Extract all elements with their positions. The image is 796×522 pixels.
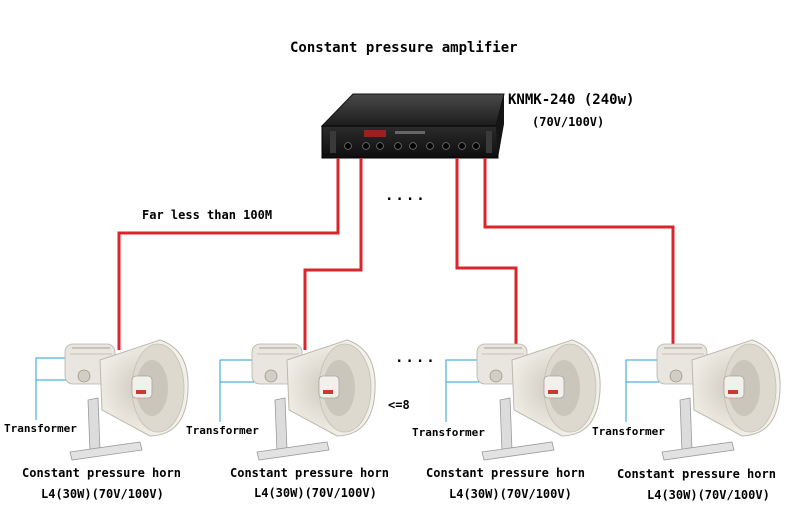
transformer-label-1: Transformer [4, 422, 77, 435]
horn-spec-2: L4(30W)(70V/100V) [254, 486, 377, 500]
horn-name-1: Constant pressure horn [22, 466, 181, 480]
more-horns-dots: .... [395, 350, 437, 366]
wire-horn-2 [303, 158, 363, 350]
amplifier-model: KNMK-240 (240w) [508, 92, 635, 108]
horn-spec-1: L4(30W)(70V/100V) [41, 487, 164, 501]
wire-horn-1 [117, 158, 340, 350]
amplifier-voltage: (70V/100V) [532, 115, 605, 129]
distance-label: Far less than 100M [142, 208, 273, 222]
wire-horn-4 [483, 158, 675, 350]
horn-speaker-3 [476, 339, 602, 461]
horn-name-2: Constant pressure horn [230, 466, 389, 480]
amplifier-unit [320, 93, 505, 159]
wire-horn-3 [455, 158, 518, 350]
horn-speaker-4 [656, 339, 782, 461]
horn-name-3: Constant pressure horn [426, 466, 585, 480]
horn-speaker-2 [251, 339, 377, 461]
more-channels-dots: .... [385, 188, 427, 204]
speaker-wires [117, 158, 675, 350]
transformer-label-4: Transformer [592, 425, 665, 438]
diagram-title: Constant pressure amplifier [290, 40, 518, 56]
transformer-label-2: Transformer [186, 424, 259, 437]
transformer-label-3: Transformer [412, 426, 485, 439]
horn-spec-3: L4(30W)(70V/100V) [449, 487, 572, 501]
horn-name-4: Constant pressure horn [617, 467, 776, 481]
max-horn-count: <=8 [388, 398, 410, 412]
horn-speaker-1 [64, 339, 190, 461]
horn-spec-4: L4(30W)(70V/100V) [647, 488, 770, 502]
